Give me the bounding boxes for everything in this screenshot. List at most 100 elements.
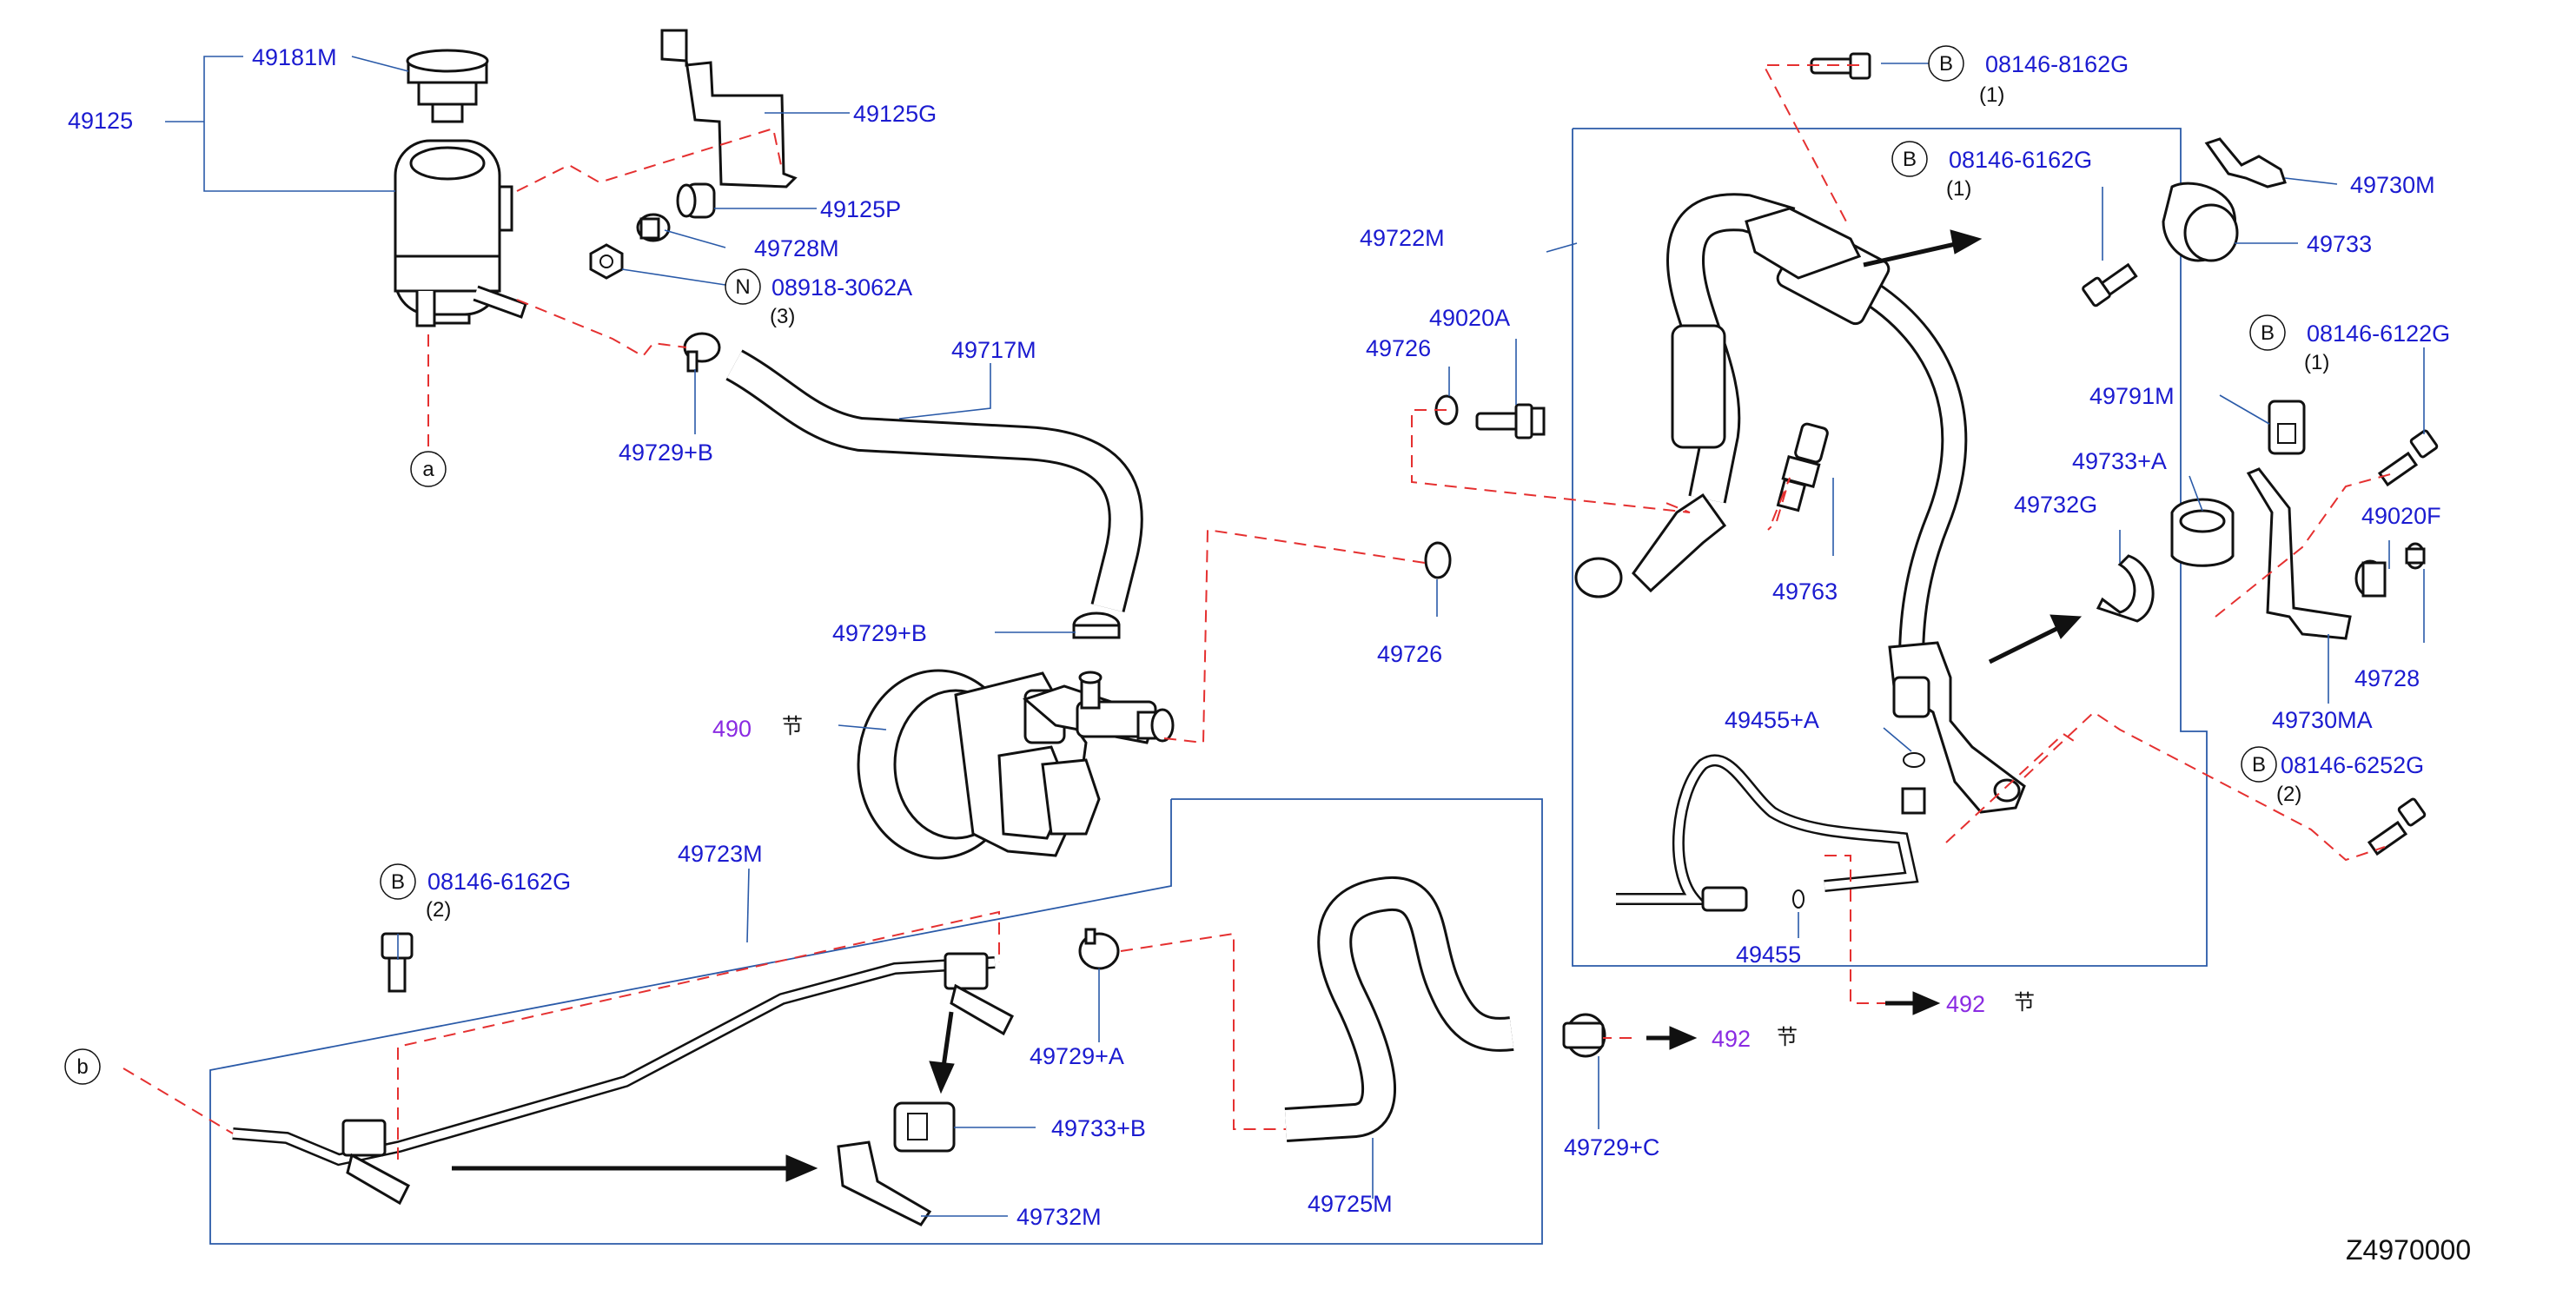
label-492-lower[interactable]: 492 xyxy=(1712,1026,1751,1052)
label-49728M[interactable]: 49728M xyxy=(754,235,839,261)
label-49730MA[interactable]: 49730MA xyxy=(2272,707,2373,733)
bracket-49732M xyxy=(837,1140,932,1226)
qty-6252G: (2) xyxy=(2276,783,2301,806)
return-hose-fill xyxy=(1284,878,1514,1140)
label-49763[interactable]: 49763 xyxy=(1772,578,1838,605)
reservoir-tank xyxy=(394,139,527,327)
bracket-49730M xyxy=(2204,137,2287,188)
svg-text:B: B xyxy=(1903,148,1917,171)
svg-text:B: B xyxy=(391,870,405,894)
qty-6122G: (1) xyxy=(2304,351,2329,374)
tube-fitting-1 xyxy=(1701,886,1748,912)
svg-text:B: B xyxy=(2252,753,2266,777)
svg-text:B: B xyxy=(1939,52,1953,76)
group-box-pressure-hose xyxy=(1572,128,2208,967)
label-08146-8162G[interactable]: 08146-8162G xyxy=(1985,51,2129,77)
label-49729A[interactable]: 49729+A xyxy=(1030,1043,1124,1069)
hose-fitting-pump xyxy=(1632,492,1727,593)
hose-clamp-49729C xyxy=(1562,1013,1606,1058)
label-49723M[interactable]: 49723M xyxy=(678,841,763,867)
part-labels: 49181M 49125 49125G 49125P 49728M 08918-… xyxy=(68,44,2471,1266)
dashed-links xyxy=(123,64,2394,1160)
label-08146-6162G-top[interactable]: 08146-6162G xyxy=(1949,147,2092,173)
power-steering-pump xyxy=(857,669,1175,860)
label-49733B[interactable]: 49733+B xyxy=(1051,1115,1146,1141)
clamp-49733 xyxy=(2162,182,2239,262)
callout-B-6252G: B xyxy=(2241,746,2277,783)
washer-bottom xyxy=(1424,541,1452,579)
label-49020A[interactable]: 49020A xyxy=(1429,305,1510,331)
callout-a: a xyxy=(410,451,447,487)
suction-hose-fill xyxy=(726,352,1141,612)
label-49181M[interactable]: 49181M xyxy=(252,44,337,70)
reservoir-cap xyxy=(406,49,489,123)
tube-bracket-left xyxy=(341,1119,387,1157)
label-490[interactable]: 490 xyxy=(712,716,752,742)
label-08146-6162G-left[interactable]: 08146-6162G xyxy=(427,869,571,895)
label-49729C[interactable]: 49729+C xyxy=(1564,1134,1659,1160)
hose-clamp-2 xyxy=(1072,611,1121,639)
pressure-sensor xyxy=(1776,422,1829,512)
callout-B-8162G: B xyxy=(1928,45,1964,82)
label-49125[interactable]: 49125 xyxy=(68,108,133,134)
bolt-6252G xyxy=(2367,797,2427,856)
tube-bracket-right xyxy=(944,952,989,990)
o-ring-49455 xyxy=(1792,889,1805,909)
hose-clamp-49729A xyxy=(1078,928,1120,970)
label-08146-6252G[interactable]: 08146-6252G xyxy=(2281,752,2424,778)
collar-49020F xyxy=(2354,559,2387,598)
label-49728[interactable]: 49728 xyxy=(2354,665,2420,691)
collar xyxy=(636,213,671,242)
label-49726-bottom[interactable]: 49726 xyxy=(1377,641,1442,667)
svg-text:a: a xyxy=(422,458,434,481)
label-49733[interactable]: 49733 xyxy=(2307,231,2372,257)
label-49717M[interactable]: 49717M xyxy=(951,337,1036,363)
section-492-upper: 节 xyxy=(2014,991,2035,1015)
hose-end-fitting xyxy=(1892,676,1930,718)
hose-clamp-1 xyxy=(683,332,721,373)
return-tube-fill xyxy=(232,958,996,1164)
label-49020F[interactable]: 49020F xyxy=(2361,503,2441,529)
insulator-49733B xyxy=(893,1101,956,1153)
bracket-49730MA xyxy=(2246,467,2352,640)
hose-bracket-top xyxy=(1745,207,1862,280)
insulator-49733A xyxy=(2170,498,2235,567)
label-49455[interactable]: 49455 xyxy=(1736,942,1801,968)
label-49732G[interactable]: 49732G xyxy=(2014,492,2097,518)
hose-mount-hole xyxy=(1993,778,2021,803)
tube-return-fill xyxy=(1616,756,1917,903)
label-49730M[interactable]: 49730M xyxy=(2350,172,2435,198)
label-49125G[interactable]: 49125G xyxy=(853,101,937,127)
section-490: 节 xyxy=(782,715,803,738)
label-49729B-1[interactable]: 49729+B xyxy=(619,440,713,466)
group-box-return-tube xyxy=(209,798,1543,1245)
label-49455A[interactable]: 49455+A xyxy=(1725,707,1819,733)
label-49125P[interactable]: 49125P xyxy=(820,196,901,222)
label-49729B-2[interactable]: 49729+B xyxy=(832,620,927,646)
qty-08918: (3) xyxy=(770,305,795,328)
hose-eye-fitting xyxy=(1574,557,1623,598)
grommet xyxy=(676,182,716,219)
return-hose-outline xyxy=(1284,876,1514,1142)
label-492-upper[interactable]: 492 xyxy=(1946,991,1985,1017)
qty-6162G-top: (1) xyxy=(1946,177,1971,201)
label-49722M[interactable]: 49722M xyxy=(1360,225,1445,251)
label-49733A[interactable]: 49733+A xyxy=(2072,448,2167,474)
callout-B-6122G: B xyxy=(2249,314,2286,351)
eye-bolt xyxy=(1475,403,1546,440)
label-49726-top[interactable]: 49726 xyxy=(1366,335,1431,361)
label-49732M[interactable]: 49732M xyxy=(1016,1204,1102,1230)
label-49725M[interactable]: 49725M xyxy=(1308,1191,1393,1217)
label-49791M[interactable]: 49791M xyxy=(2089,383,2175,409)
nut xyxy=(589,243,624,280)
qty-6162G-left: (2) xyxy=(426,898,451,922)
rubber-insulator xyxy=(2268,400,2306,455)
callout-N: N xyxy=(725,268,761,305)
callout-b: b xyxy=(64,1048,101,1085)
diagram-code: Z4970000 xyxy=(2346,1234,2471,1266)
tube-bracket-left-foot xyxy=(346,1153,410,1206)
section-492-lower: 节 xyxy=(1777,1026,1798,1049)
label-08146-6122G[interactable]: 08146-6122G xyxy=(2307,321,2450,347)
label-08918-3062A[interactable]: 08918-3062A xyxy=(771,274,912,301)
